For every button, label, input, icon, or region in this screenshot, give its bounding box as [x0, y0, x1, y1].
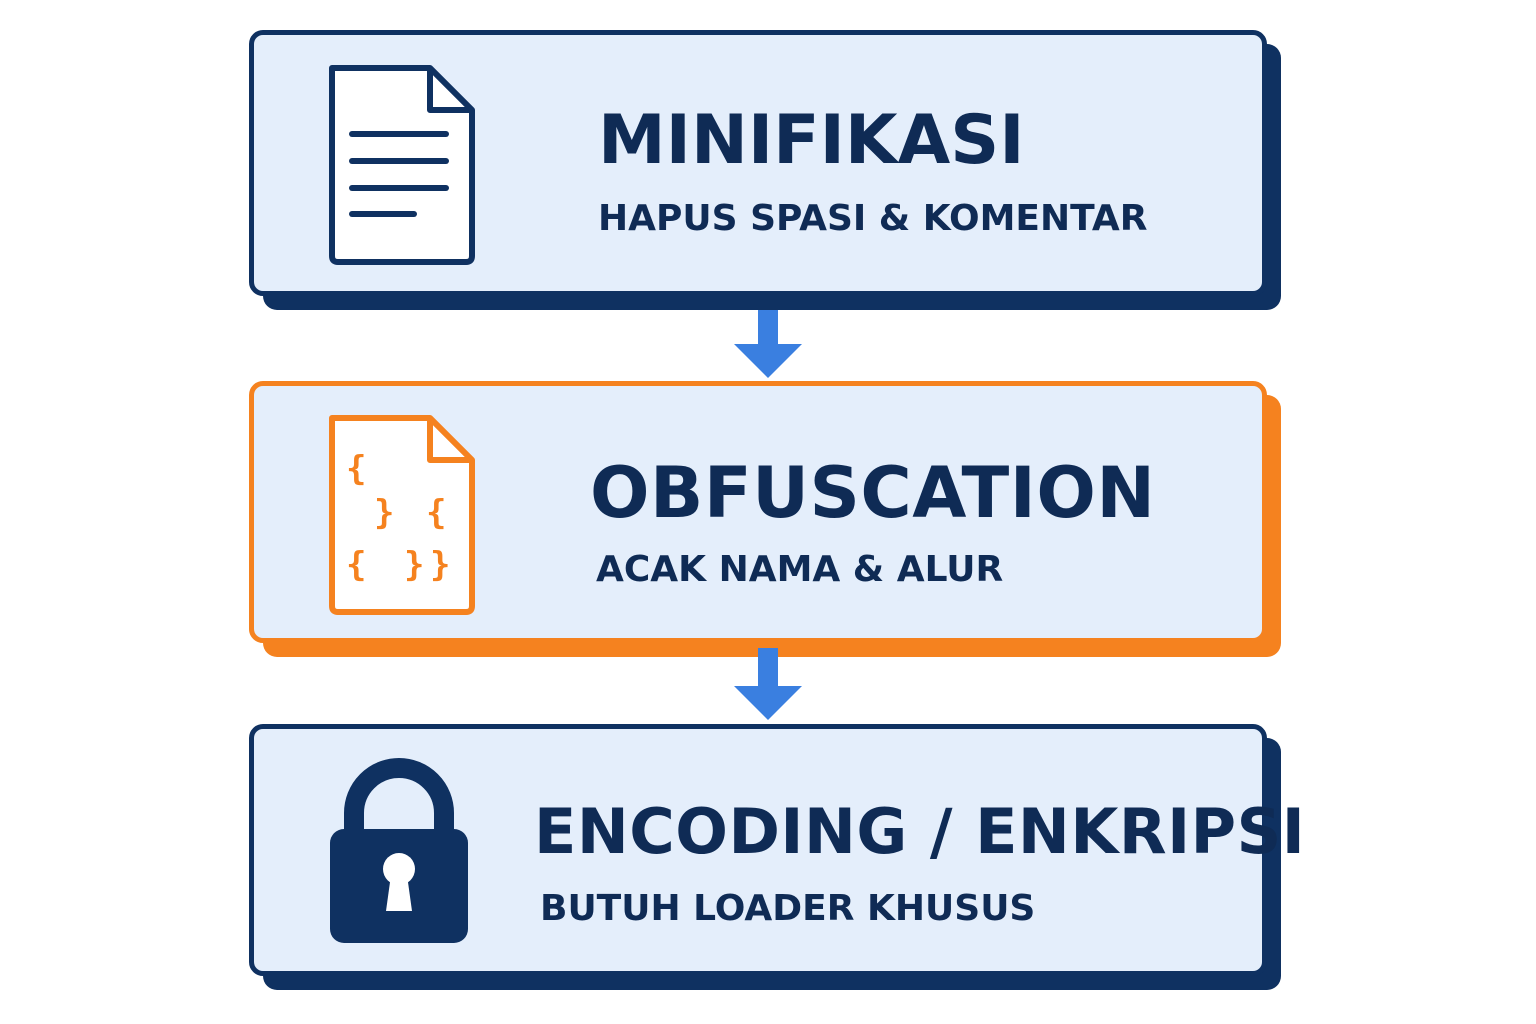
code-brace: {	[346, 449, 366, 489]
step-card-minifikasi: MINIFIKASI HAPUS SPASI & KOMENTAR	[249, 30, 1267, 296]
step-card-obfuscation: { } { { } } OBFUSCATION ACAK NAMA & ALUR	[249, 381, 1267, 643]
step-title: ENCODING / ENKRIPSI	[534, 795, 1306, 868]
code-file-icon: { } { { } }	[326, 412, 478, 618]
step-card-encoding: ENCODING / ENKRIPSI BUTUH LOADER KHUSUS	[249, 724, 1305, 976]
padlock-icon	[324, 753, 474, 949]
code-brace: }	[374, 493, 394, 533]
step-subtitle: BUTUH LOADER KHUSUS	[540, 888, 1036, 929]
down-arrow-icon	[734, 648, 802, 720]
document-icon	[326, 62, 478, 268]
code-brace: {	[426, 493, 446, 533]
code-brace: }	[404, 545, 424, 585]
code-brace: {	[346, 545, 366, 585]
code-brace: }	[430, 545, 450, 585]
step-subtitle: ACAK NAMA & ALUR	[596, 549, 1004, 590]
step-title: MINIFIKASI	[598, 101, 1025, 180]
step-subtitle: HAPUS SPASI & KOMENTAR	[598, 198, 1148, 239]
down-arrow-icon	[734, 310, 802, 378]
step-title: OBFUSCATION	[590, 452, 1156, 534]
